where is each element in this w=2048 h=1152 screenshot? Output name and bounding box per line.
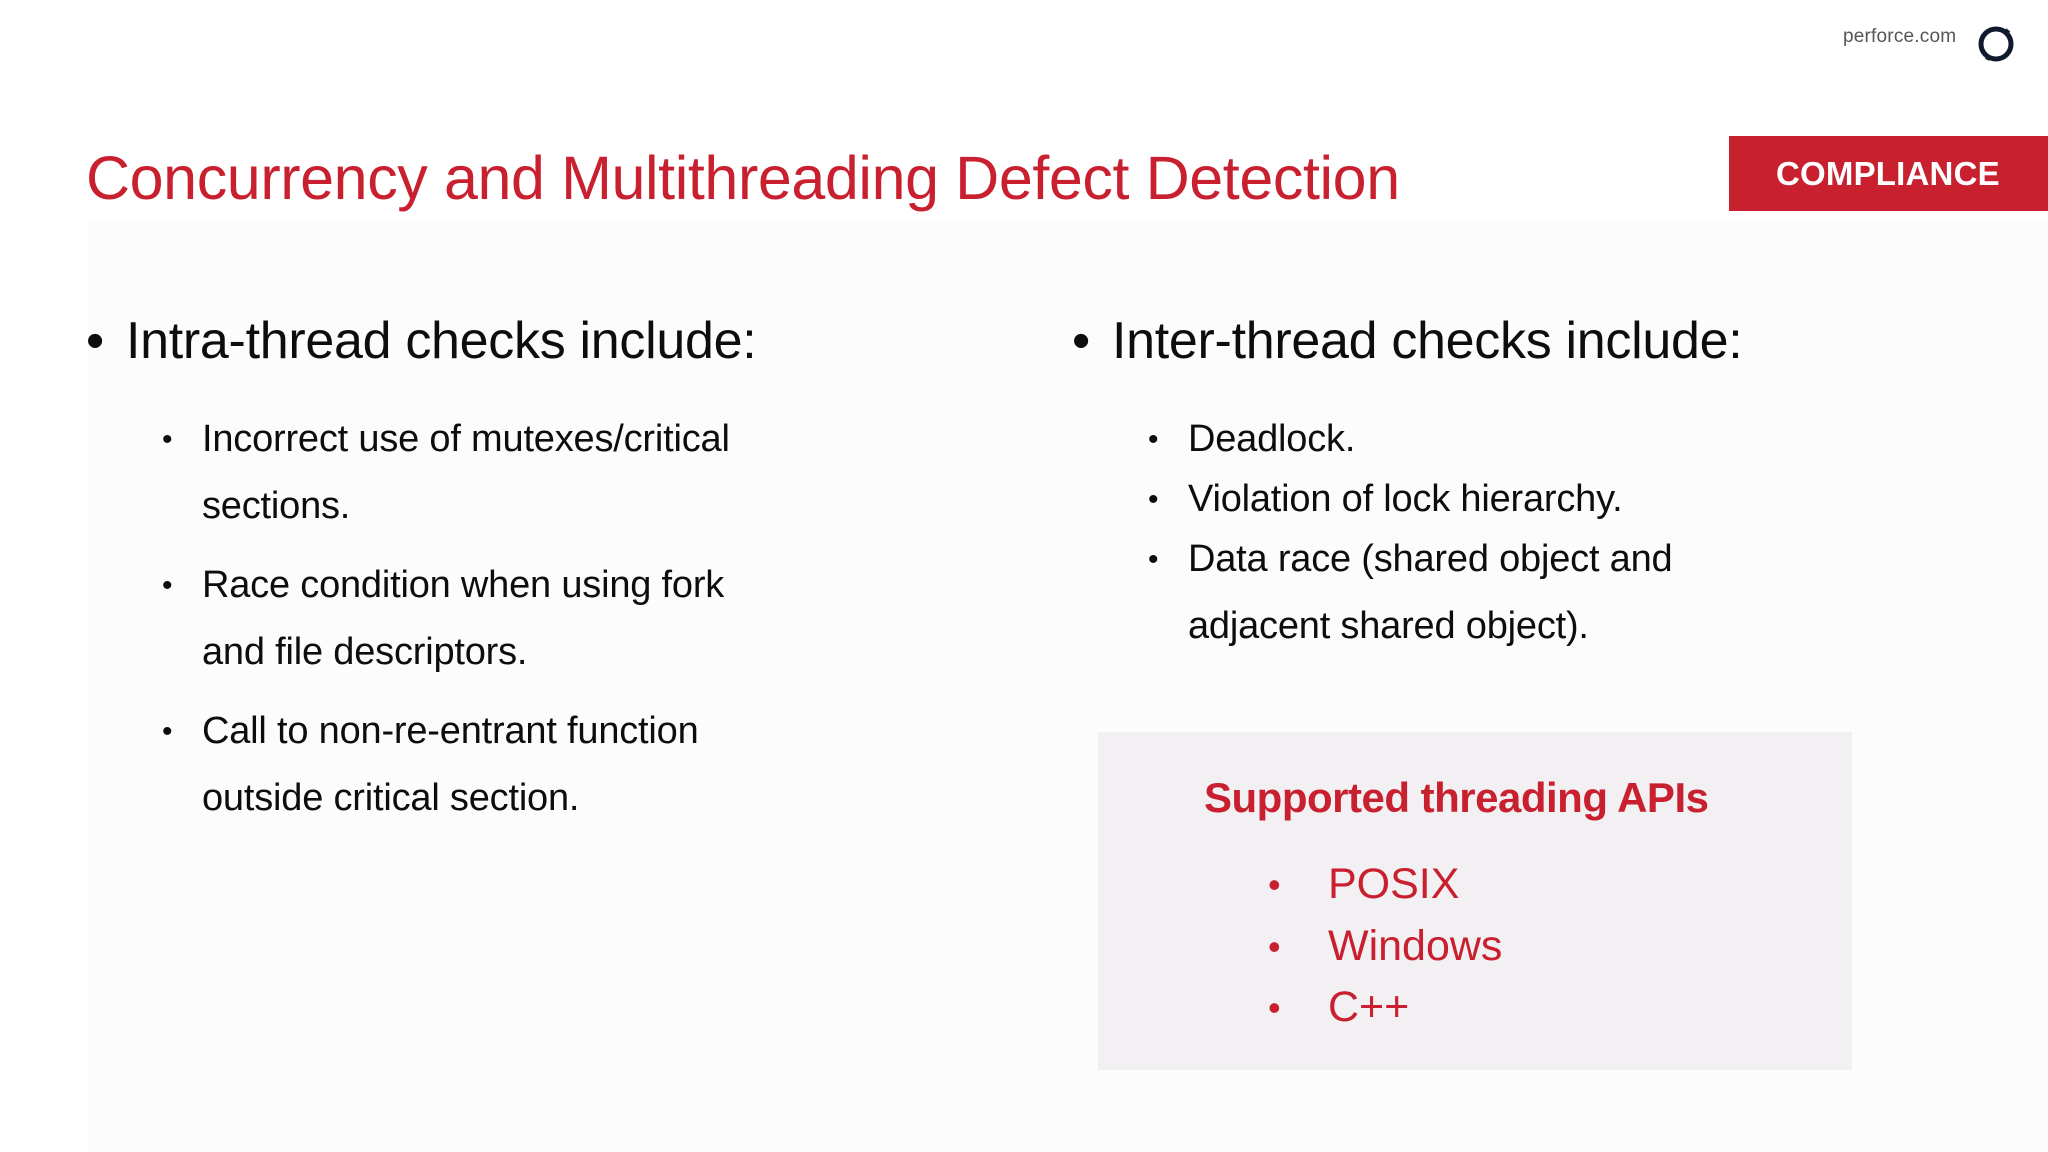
badge-label: COMPLIANCE	[1776, 154, 2000, 192]
perforce-logo-icon	[1978, 26, 2014, 62]
list-item: • Race condition when using fork and fil…	[86, 552, 886, 686]
supported-apis-title: Supported threading APIs	[1204, 774, 1709, 821]
bullet-icon: •	[1268, 864, 1281, 905]
supported-apis-box: Supported threading APIs • POSIX • Windo…	[1098, 732, 1852, 1070]
site-link[interactable]: perforce.com	[1843, 26, 1957, 47]
bullet-icon: •	[1148, 543, 1159, 576]
supported-apis-list: • POSIX • Windows • C++	[1268, 854, 1502, 1039]
bullet-icon: •	[1268, 925, 1281, 967]
intra-thread-column: • Intra-thread checks include: • Incorre…	[86, 306, 886, 844]
list-item: • Call to non-re-entrant function outsid…	[86, 698, 886, 832]
bullet-icon: •	[162, 715, 173, 748]
list-item: • Data race (shared object and adjacent …	[1072, 526, 1872, 660]
inter-thread-list: • Deadlock. • Violation of lock hierarch…	[1072, 406, 1872, 660]
bullet-icon: •	[86, 312, 104, 370]
api-item-windows: • Windows	[1268, 916, 1502, 978]
list-item: • Incorrect use of mutexes/critical sect…	[86, 406, 886, 540]
list-item: • Deadlock.	[1072, 406, 1872, 473]
bullet-icon: •	[1072, 312, 1090, 370]
api-item-cpp: • C++	[1268, 977, 1502, 1039]
inter-thread-heading: • Inter-thread checks include:	[1072, 306, 1872, 376]
inter-thread-column: • Inter-thread checks include: • Deadloc…	[1072, 306, 1872, 672]
intra-thread-list: • Incorrect use of mutexes/critical sect…	[86, 406, 886, 832]
bullet-icon: •	[1148, 483, 1159, 516]
bullet-icon: •	[162, 569, 173, 602]
bullet-icon: •	[1268, 987, 1281, 1028]
compliance-badge: COMPLIANCE	[1729, 136, 2048, 211]
slide-title: Concurrency and Multithreading Defect De…	[86, 144, 1400, 212]
list-item: • Violation of lock hierarchy.	[1072, 466, 1872, 533]
bullet-icon: •	[1148, 423, 1159, 456]
bullet-icon: •	[162, 423, 173, 456]
api-item-posix: • POSIX	[1268, 854, 1502, 916]
intra-thread-heading: • Intra-thread checks include:	[86, 306, 886, 376]
